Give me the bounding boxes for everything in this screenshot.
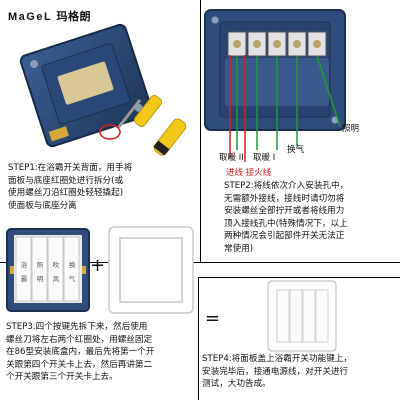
brand-latin: MaGeL <box>8 11 53 23</box>
step2-line: 无需额外接线，接线时请切勿将 <box>224 193 345 204</box>
plus-sign: + <box>90 255 106 276</box>
step1-line: STEP1:在浴霸开关背面，用手将 <box>8 163 133 173</box>
equals-sign: = <box>205 308 221 329</box>
step3-line: STEP3:四个按键先拆下来，然后使用 <box>6 322 148 332</box>
key-label: 照 <box>36 261 44 269</box>
divider-step4-left <box>198 277 199 400</box>
step3-text: STEP3:四个按键先拆下来，然后使用 螺丝刀将左右两个红圈处，用螺丝固定 在8… <box>6 321 198 384</box>
label-heat-2: 取暖 II <box>219 153 244 163</box>
key-label: 换 <box>68 261 76 269</box>
step2-line: 两种情况会引起部件开关无法正 <box>224 231 345 241</box>
divider-horizontal <box>0 262 400 263</box>
key-label: 浴 <box>20 261 28 269</box>
assembled-switch <box>267 280 337 352</box>
step1-line: 使用螺丝刀沿红圈处轻轻撬起) <box>8 188 124 198</box>
step2-illustration <box>204 9 346 162</box>
brand-logo: MaGeL 玛格朗 <box>8 8 91 24</box>
screwdriver-icon <box>116 95 187 156</box>
step2-line: 安装螺丝全部拧开或者将线用力 <box>224 206 345 216</box>
label-vent: 换气 <box>287 145 305 155</box>
step2-text: STEP2:将线依次介入安装孔中， 无需额外接线，接线时请切勿将 安装螺丝全部拧… <box>224 180 400 255</box>
brand-chinese: 玛格朗 <box>56 10 92 23</box>
key-label: 明 <box>36 275 44 283</box>
step2-line: 顶入接线孔中(特殊情况下，以上 <box>224 218 348 229</box>
red-circle-mark <box>99 124 121 140</box>
terminal-block <box>227 31 327 57</box>
step2-line: 常使用) <box>224 243 254 254</box>
divider-step4-top <box>198 277 400 278</box>
step3-line: 在86型安装底盒内，最后先将第一个开 <box>6 347 155 357</box>
step1-illustration <box>19 23 187 156</box>
switch-back-panel <box>19 23 153 148</box>
key-labels: 浴霸 照明 吹风 换气 <box>16 258 80 286</box>
step2-line: STEP2:将线依次介入安装孔中， <box>224 181 349 191</box>
key-label: 气 <box>68 275 76 283</box>
step3-line: 螺丝刀将左右两个红圈处，用螺丝固定 <box>6 334 153 345</box>
step1-text: STEP1:在浴霸开关背面，用手将 面板与底座红圈处进行拆分(或 使用螺丝刀沿红… <box>8 162 196 212</box>
step4-line: STEP4:将面板盖上浴霸开关功能键上， <box>202 354 352 364</box>
step3-line: 个开关跟第三个开关卡上去。 <box>6 372 118 382</box>
label-live-in: 进线 接火线 <box>226 168 272 178</box>
key-label: 霸 <box>20 275 28 283</box>
label-heat-1: 取暖 I <box>253 153 276 163</box>
step3-line: 关跟第四个开关卡上去，然后再讲第二 <box>6 359 153 370</box>
step1-line: 使面板与底座分离 <box>8 200 77 211</box>
key-label: 吹 <box>52 261 60 269</box>
step4-line: 测试，大功告成。 <box>202 379 271 389</box>
label-light: 照明 <box>342 124 360 134</box>
key-label: 风 <box>52 275 60 283</box>
switch-frame <box>108 226 194 314</box>
step4-line: 安装完毕后，接通电源线，对开关进行 <box>202 366 349 377</box>
step1-line: 面板与底座红圈处进行拆分(或 <box>8 175 124 186</box>
switch-with-keys <box>6 228 90 312</box>
divider-vertical <box>200 0 201 262</box>
step4-text: STEP4:将面板盖上浴霸开关功能键上， 安装完毕后，接通电源线，对开关进行 测… <box>202 353 400 391</box>
